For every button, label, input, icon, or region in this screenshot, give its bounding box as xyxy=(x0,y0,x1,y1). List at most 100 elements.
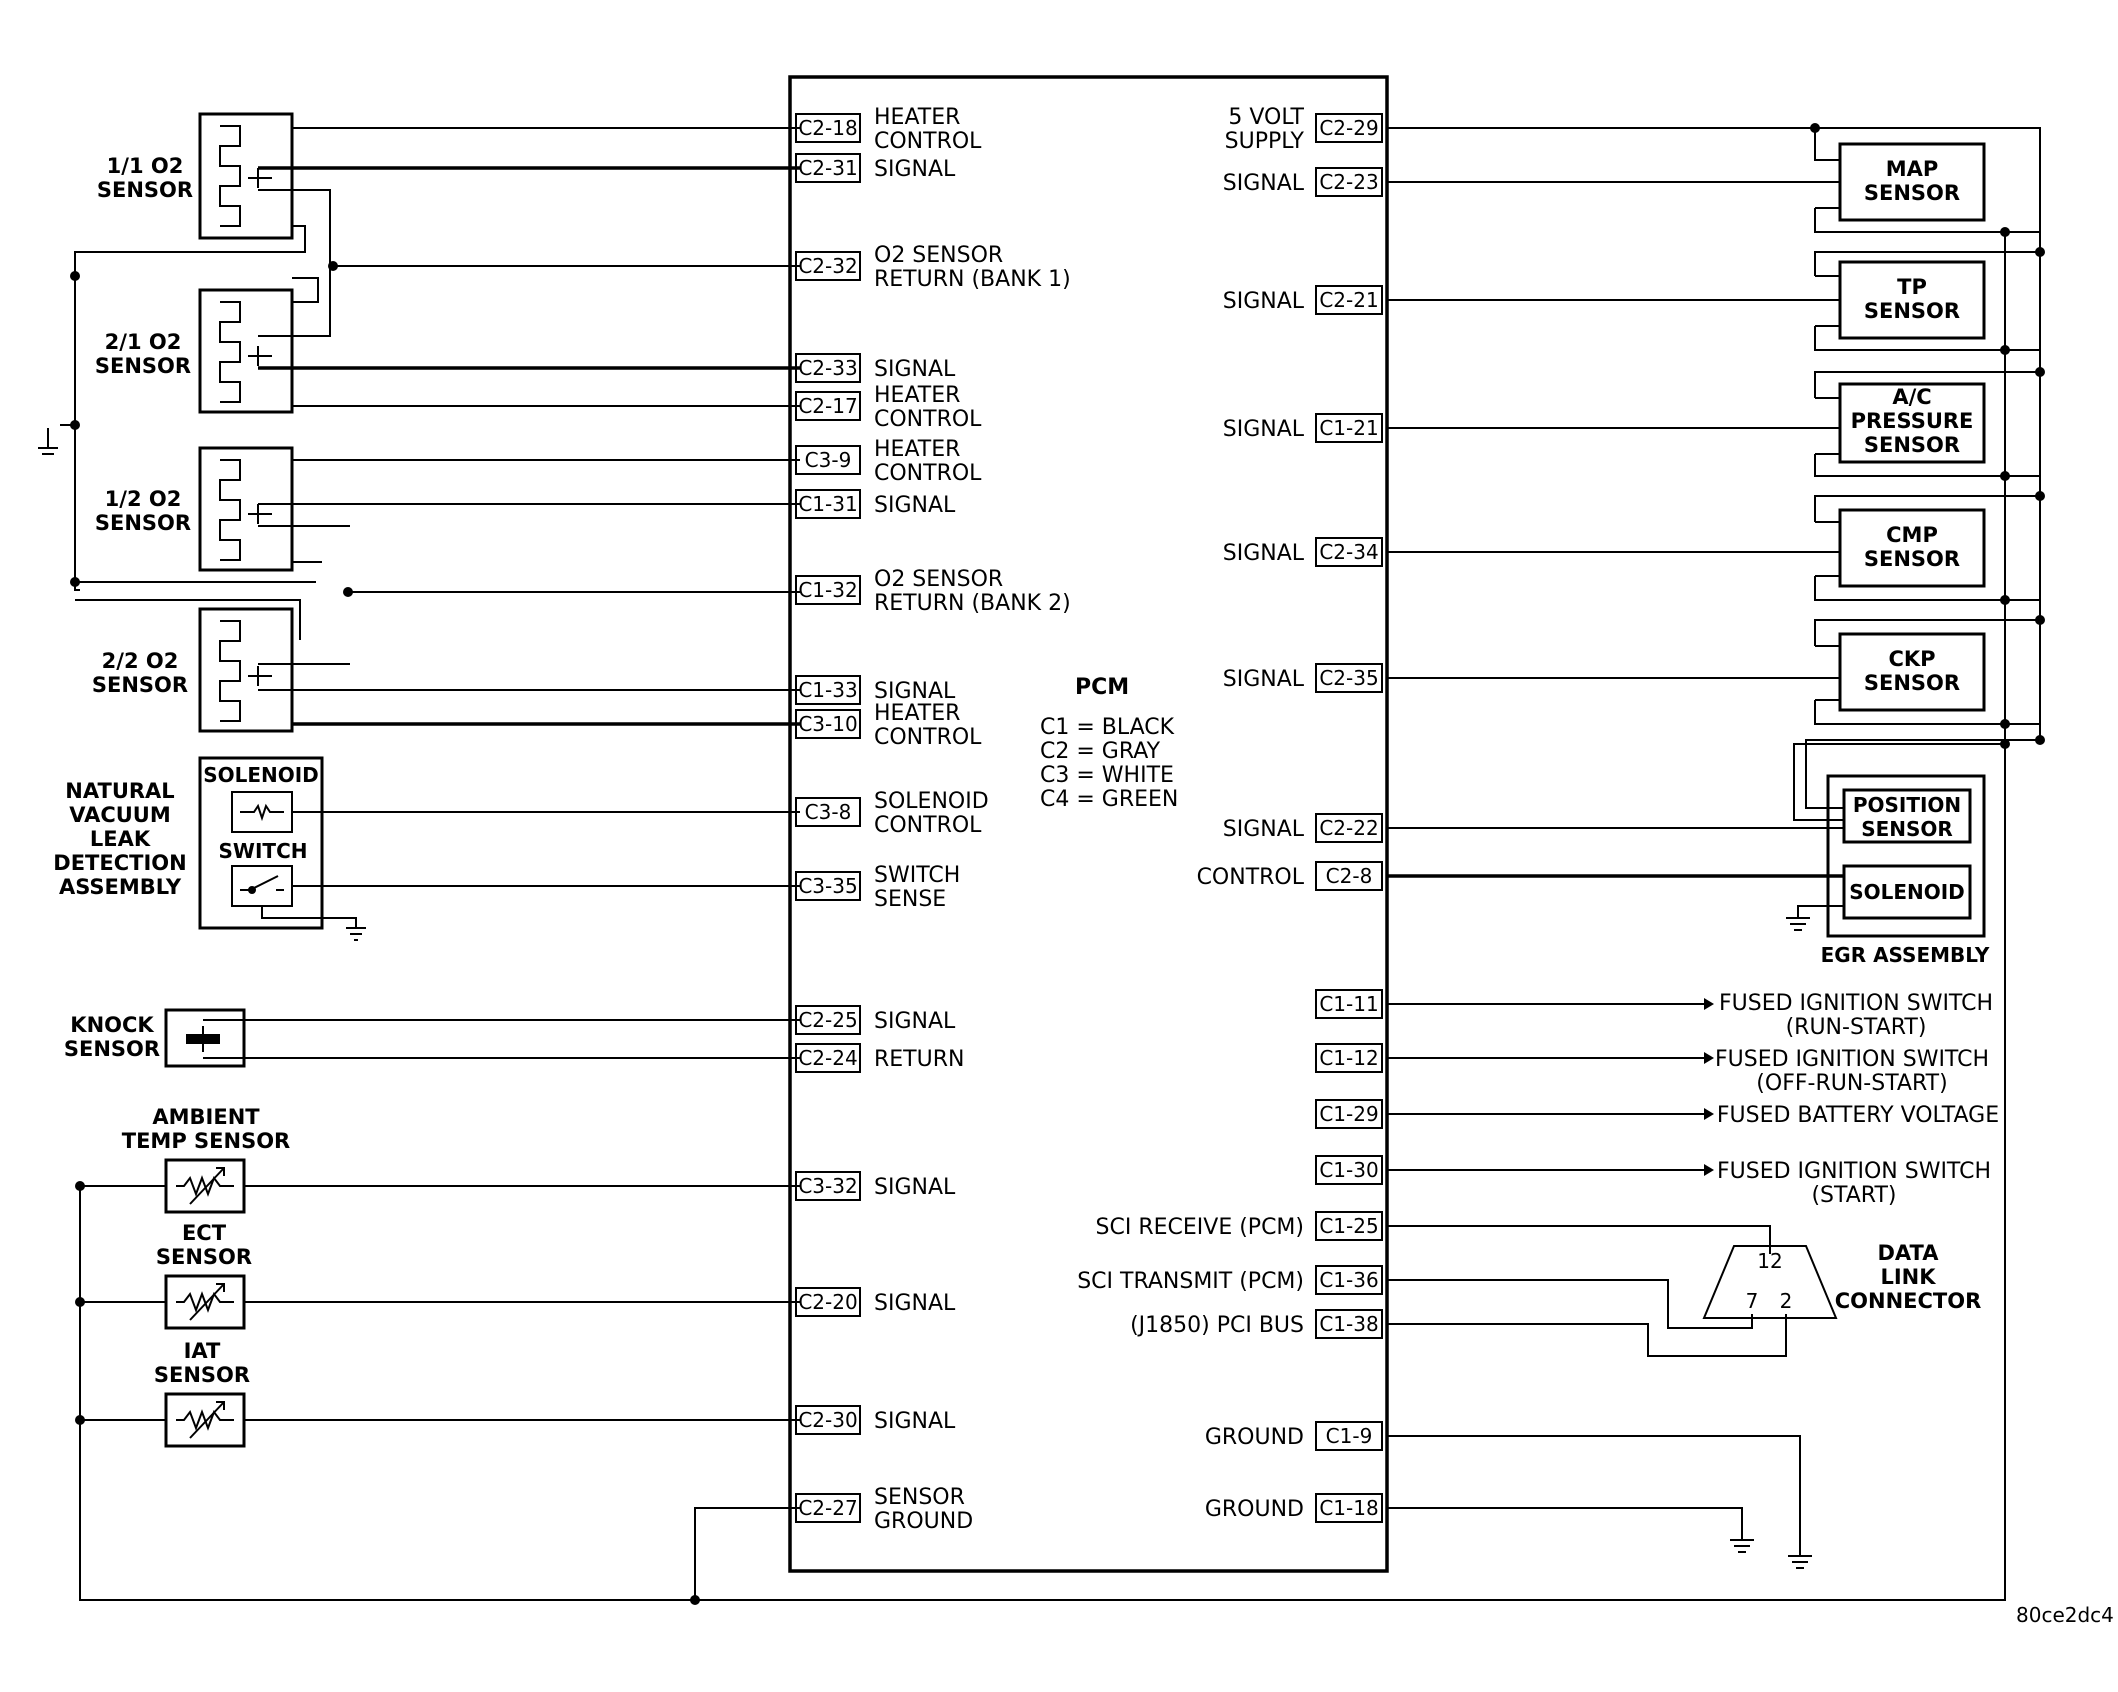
pin-id: C1-38 xyxy=(1319,1312,1378,1336)
data-link-connector: 12 7 2 DATA LINK CONNECTOR xyxy=(1387,1225,1982,1357)
o2-2-1-label: 2/1 O2 xyxy=(105,330,182,354)
nvld-label-5: ASSEMBLY xyxy=(59,875,182,899)
pin-label: SIGNAL xyxy=(874,679,956,704)
pin-label: O2 SENSOR xyxy=(874,243,1003,268)
nvld-label-4: DETECTION xyxy=(53,851,186,875)
pin-label: HEATER xyxy=(874,701,960,726)
pin-label: SENSE xyxy=(874,887,946,912)
pcm-right-pins: C2-295 VOLTSUPPLYC2-23SIGNALC2-21SIGNALC… xyxy=(1077,105,1383,1523)
o2-2-1-label2: SENSOR xyxy=(95,354,191,378)
o2-sensor-1-2: 1/2 O2 SENSOR xyxy=(95,446,294,572)
pin-label: HEATER xyxy=(874,437,960,462)
pin-label: CONTROL xyxy=(874,725,982,750)
pin-id: C2-22 xyxy=(1319,816,1378,840)
feed-2-line-2: (OFF-RUN-START) xyxy=(1756,1071,1947,1096)
pin-id: C1-29 xyxy=(1319,1102,1378,1126)
pin-label: SCI TRANSMIT (PCM) xyxy=(1077,1269,1304,1294)
pin-label: SIGNAL xyxy=(874,1291,956,1316)
ect-label-1: ECT xyxy=(182,1221,227,1245)
ckp-sensor: CKP SENSOR xyxy=(1387,619,2045,745)
pin-label: SIGNAL xyxy=(874,157,956,182)
o2-1-1-label2: SENSOR xyxy=(97,178,193,202)
dlc-label-1: DATA xyxy=(1877,1241,1939,1265)
pin-label: SWITCH xyxy=(874,863,960,888)
pin-id: C2-29 xyxy=(1319,116,1378,140)
feed-1-line-2: (RUN-START) xyxy=(1786,1015,1927,1040)
dlc-pin-7: 7 xyxy=(1746,1289,1759,1313)
pin-id: C2-21 xyxy=(1319,288,1378,312)
feed-2-line-1: FUSED IGNITION SWITCH xyxy=(1715,1047,1989,1072)
ac-pressure-sensor: A/C PRESSURE SENSOR xyxy=(1387,371,2045,501)
nvld-label-1: NATURAL xyxy=(65,779,174,803)
pin-label: SIGNAL xyxy=(1223,667,1305,692)
pin-id: C2-32 xyxy=(798,254,857,278)
figure-id: 80ce2dc4 xyxy=(2016,1603,2114,1627)
pin-id: C3-9 xyxy=(805,448,852,472)
pin-label: CONTROL xyxy=(874,129,982,154)
o2-1-1-label: 1/1 O2 xyxy=(107,154,184,178)
o2-wiring xyxy=(38,127,800,726)
tp-sensor: TP SENSOR xyxy=(1387,251,2045,377)
pin-id: C1-12 xyxy=(1319,1046,1378,1070)
knock-sensor: KNOCK SENSOR xyxy=(64,1008,800,1068)
egr-solenoid-label: SOLENOID xyxy=(1849,880,1965,904)
pin-label: SIGNAL xyxy=(874,1409,956,1434)
cmp-sensor: CMP SENSOR xyxy=(1387,495,2045,625)
right-pin-c1-30: C1-30 xyxy=(1315,1155,1383,1185)
pin-id: C2-18 xyxy=(798,116,857,140)
map-label-2: SENSOR xyxy=(1864,181,1960,205)
legend-c2: C2 = GRAY xyxy=(1040,739,1161,764)
pcm-module xyxy=(788,75,1389,1573)
legend-c3: C3 = WHITE xyxy=(1040,763,1174,788)
pin-label: CONTROL xyxy=(874,461,982,486)
pin-label: CONTROL xyxy=(1197,865,1305,890)
egr-assembly: POSITION SENSOR SOLENOID EGR ASSEMBLY xyxy=(1387,739,2040,967)
iat-sensor: IAT SENSOR xyxy=(75,1339,800,1448)
sensor-ground-bus xyxy=(79,232,2006,1605)
ambient-label-2: TEMP SENSOR xyxy=(122,1129,290,1153)
pin-label: SIGNAL xyxy=(874,1009,956,1034)
nvld-switch-label: SWITCH xyxy=(219,839,308,863)
pin-id: C2-27 xyxy=(798,1496,857,1520)
right-pin-c1-29: C1-29 xyxy=(1315,1099,1383,1129)
egr-assembly-label: EGR ASSEMBLY xyxy=(1821,943,1990,967)
pin-id: C3-10 xyxy=(798,712,857,736)
pin-label: RETURN (BANK 2) xyxy=(874,591,1071,616)
pin-id: C1-18 xyxy=(1319,1496,1378,1520)
dlc-label-3: CONNECTOR xyxy=(1835,1289,1982,1313)
pin-label: SUPPLY xyxy=(1225,129,1305,154)
pcm-connector-legend: C1 = BLACK C2 = GRAY C3 = WHITE C4 = GRE… xyxy=(1040,715,1178,812)
legend-c1: C1 = BLACK xyxy=(1040,715,1175,740)
pin-id: C2-30 xyxy=(798,1408,857,1432)
pin-id: C1-32 xyxy=(798,578,857,602)
o2-sensor-1-1: 1/1 O2 SENSOR xyxy=(97,112,294,240)
pin-label: O2 SENSOR xyxy=(874,567,1003,592)
pin-id: C1-21 xyxy=(1319,416,1378,440)
feed-4-line-2: (START) xyxy=(1811,1183,1896,1208)
pin-label: SIGNAL xyxy=(874,493,956,518)
pin-label: GROUND xyxy=(874,1509,973,1534)
pin-id: C3-32 xyxy=(798,1174,857,1198)
pin-label: RETURN (BANK 1) xyxy=(874,267,1071,292)
pin-label: HEATER xyxy=(874,105,960,130)
pin-id: C1-25 xyxy=(1319,1214,1378,1238)
fused-feeds: FUSED IGNITION SWITCH (RUN-START) FUSED … xyxy=(1387,991,1999,1208)
pin-id: C3-8 xyxy=(805,800,852,824)
ac-label-1: A/C xyxy=(1892,385,1931,409)
